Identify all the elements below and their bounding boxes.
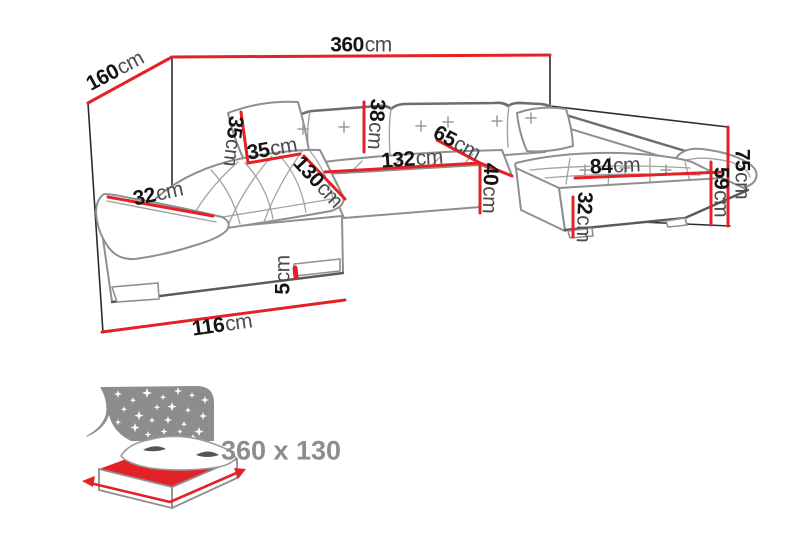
dim-value: 5: [271, 283, 295, 295]
dim-line-left-armrest-width: [106, 195, 215, 218]
dim-back-width: 360cm: [330, 35, 392, 56]
right-pillow: [516, 106, 574, 153]
dim-unit: cm: [271, 255, 295, 283]
right-wall-top-edge: [549, 105, 729, 128]
dim-right-back-height: 75cm: [730, 148, 754, 200]
dim-line-back-width: [170, 53, 552, 59]
dim-line-middle-seat-width: [323, 161, 482, 174]
dim-line-leg-height: [292, 265, 299, 280]
duvet-fold-left: [143, 446, 166, 452]
backrest-top-edge: [291, 101, 555, 123]
dim-line-left-chaise-depth: [100, 298, 347, 334]
dim-unit: cm: [362, 121, 388, 150]
dim-right-armrest-height: 59cm: [709, 166, 733, 218]
dim-unit: cm: [268, 133, 299, 161]
dim-value: 35: [221, 114, 248, 140]
dim-value: 35: [245, 138, 272, 165]
dimension-lines: [86, 53, 730, 334]
dim-unit: cm: [414, 145, 444, 171]
stars: [114, 387, 209, 441]
dim-value: 84: [589, 154, 613, 179]
dim-leg-height: 5cm: [271, 255, 295, 295]
dim-line-pillow-width: [246, 152, 302, 165]
dim-value: 116: [190, 313, 226, 341]
starry-night-panel: [86, 386, 214, 442]
dim-line-seat-depth: [435, 138, 482, 165]
dim-value: 132: [380, 147, 416, 173]
dim-value: 75: [730, 148, 754, 172]
dim-value: 38: [364, 98, 390, 122]
dim-unit: cm: [223, 309, 254, 336]
right-back-top-edge: [554, 110, 694, 155]
dim-unit: cm: [709, 190, 733, 218]
unfold-arrowhead-left: [82, 476, 95, 487]
dim-value: 59: [709, 166, 733, 190]
unfold-arrows: [89, 469, 242, 504]
dim-line-side-depth: [86, 55, 174, 105]
dim-unit: cm: [571, 214, 596, 243]
dim-value: 40: [478, 162, 503, 186]
dim-unit: cm: [218, 137, 245, 168]
dim-line-pillow-height: [239, 110, 250, 165]
dim-value: 360: [330, 33, 364, 57]
dim-right-base-height: 32cm: [571, 191, 597, 243]
bench-creases: [351, 153, 474, 172]
dim-value: 32: [572, 191, 597, 215]
dim-unit: cm: [730, 172, 754, 200]
tufting-buttons: [297, 112, 672, 176]
sleeping-function-icon: [82, 386, 246, 510]
dim-unit: cm: [612, 153, 641, 178]
bed-duvet: [120, 435, 237, 471]
sofa-drawing: [95, 100, 758, 304]
bench-front-face: [324, 164, 481, 219]
night-swoosh: [86, 415, 131, 443]
left-wall-front-edge: [87, 102, 104, 334]
sleeping-size-label: 360 x 130: [220, 435, 342, 466]
left-armrest-inner-line: [106, 200, 217, 223]
unfold-arrowhead-right: [234, 468, 246, 479]
left-leg: [111, 282, 160, 303]
dim-middle-seat-width: 132cm: [380, 145, 444, 173]
left-armrest: [95, 193, 230, 261]
right-armrest-inner-line: [682, 157, 751, 178]
dim-unit: cm: [364, 33, 393, 57]
dim-seat-height: 40cm: [477, 162, 503, 214]
duvet-fold-right: [196, 451, 219, 457]
dim-line-left-chaise-length: [302, 154, 347, 201]
dim-line-seat-edge: [478, 161, 514, 178]
dim-backrest-height: 38cm: [362, 98, 390, 150]
right-leg-side: [665, 217, 688, 228]
dim-line-right-chaise-width: [573, 170, 725, 180]
dim-unit: cm: [477, 185, 502, 214]
dim-right-chaise-width: 84cm: [589, 153, 641, 179]
